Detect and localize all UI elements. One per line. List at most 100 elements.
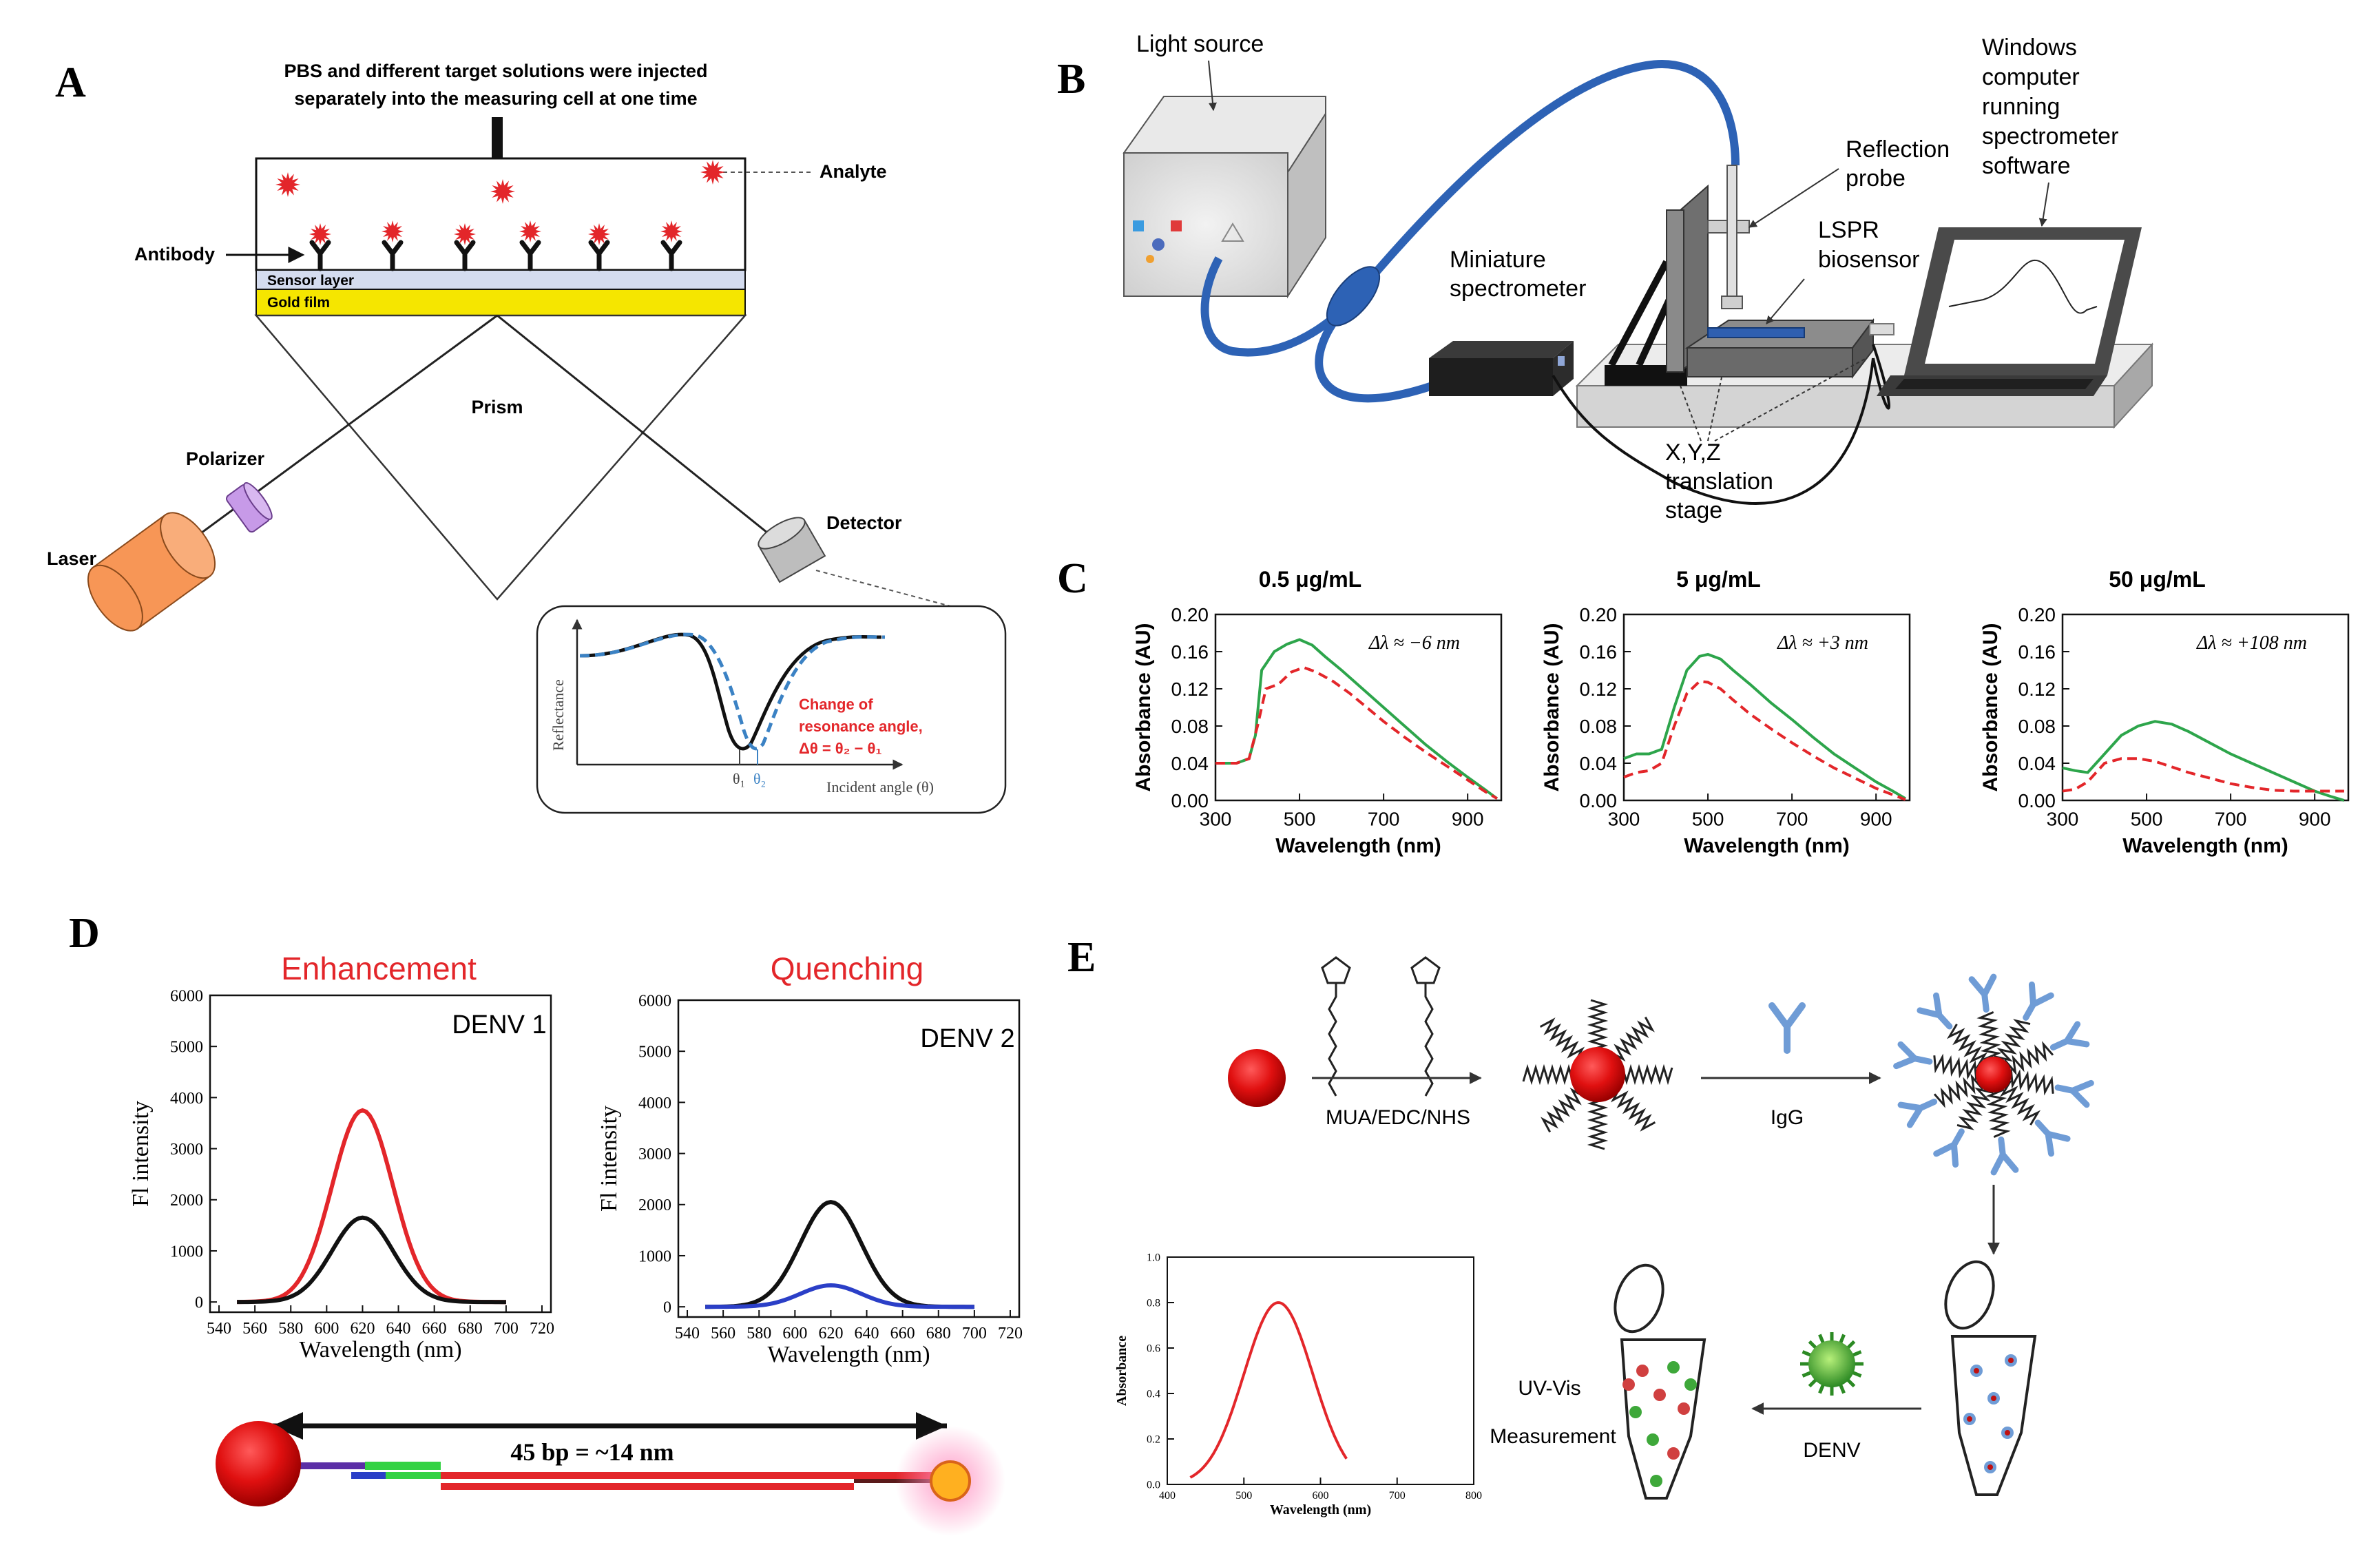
light-source-button-blue: [1133, 220, 1144, 231]
y-tick-label: 0.12: [2018, 678, 2056, 700]
detector: [758, 517, 826, 583]
usb-cable-stage: [1872, 344, 1891, 410]
conjugate-core: [1967, 1416, 1972, 1422]
reflection-probe-leader: [1748, 168, 1839, 228]
denv-label: DENV: [1803, 1439, 1860, 1462]
x-tick-label: 600: [1313, 1490, 1329, 1502]
emission-spectrum-line: [237, 1215, 506, 1305]
bound-analyte: [309, 223, 331, 245]
plot-frame: [209, 994, 552, 1314]
igg-antibody-shape: [1897, 1099, 1938, 1128]
bound-analyte: [382, 220, 404, 242]
bound-analyte: [454, 223, 476, 245]
nanoparticle-core: [1976, 1057, 2012, 1092]
y-tick-label: 0.6: [1147, 1343, 1160, 1355]
y-tick-label: 0.08: [1171, 716, 1209, 737]
y-tick-label: 0: [195, 1294, 203, 1312]
igg-antibody-shape: [1893, 1041, 1933, 1070]
resonance-inset: [536, 605, 1007, 814]
x-tick-label: 900: [2299, 808, 2331, 829]
igg-antibody-shape: [2054, 1079, 2094, 1108]
windows-label-1: Windows: [1982, 34, 2077, 61]
prism: [254, 314, 747, 601]
absorbance-spectrum-line: [1189, 1301, 1348, 1479]
panel-letter-c: C: [1057, 555, 1088, 602]
theta2-label: θ₂: [753, 770, 766, 787]
inset-x-label: Incident angle (θ): [826, 778, 934, 796]
light-source-leader: [1208, 60, 1217, 112]
antibody-y-shape: [382, 240, 404, 271]
change-label-2: resonance angle,: [799, 718, 923, 735]
igg-antibody: [2023, 981, 2054, 1021]
quantum-dot: [930, 1460, 971, 1502]
chart-title: 0.5 μg/mL: [1259, 567, 1361, 592]
igg-label: IgG: [1771, 1106, 1804, 1129]
probe-rod: [1726, 165, 1737, 304]
x-tick-label: 640: [855, 1325, 879, 1343]
polarizer: [226, 481, 273, 533]
emission-spectrum-line: [705, 1200, 974, 1309]
denv-virus-icon: [1800, 1332, 1864, 1396]
y-axis-label: Absorbance (AU): [1132, 623, 1155, 791]
y-tick-label: 0.00: [1171, 790, 1209, 811]
detector-label: Detector: [826, 512, 902, 533]
mua-molecule-structure: [1321, 956, 1441, 1097]
x-tick-label: 900: [1860, 808, 1892, 829]
series-after-line: [1215, 638, 1499, 800]
y-axis-label: Absorbance (AU): [1541, 623, 1563, 791]
series-after-line: [2062, 720, 2345, 802]
aggregate-particle: [1629, 1406, 1642, 1418]
x-tick-label: 680: [926, 1325, 951, 1343]
x-tick-label: 300: [1608, 808, 1640, 829]
panel-letter-e: E: [1067, 934, 1096, 981]
optical-fiber-spectrometer: [1315, 300, 1434, 403]
functionalized-nanoparticle: [1522, 999, 1673, 1150]
windows-label-2: computer: [1982, 64, 2080, 90]
y-tick-label: 3000: [638, 1146, 671, 1163]
free-analyte: [490, 179, 515, 204]
igg-antibody-shape: [1968, 973, 1997, 1013]
stage-leader-3: [1714, 357, 1867, 442]
y-tick-label: 0: [663, 1299, 671, 1317]
gold-film: [255, 289, 746, 316]
panel-e: E MUA/EDC/NHS IgG DENV: [1067, 934, 2094, 1517]
reflected-beam: [497, 314, 782, 546]
y-tick-label: 6000: [170, 987, 203, 1005]
antibody-y-shape: [309, 240, 331, 271]
chart-title: 5 μg/mL: [1676, 567, 1761, 592]
conjugate-core: [1974, 1368, 1979, 1374]
aggregate-particle: [1647, 1433, 1659, 1446]
antibody-y-shape: [660, 240, 682, 271]
aggregate-particle: [1653, 1389, 1666, 1401]
y-tick-label: 0.16: [1580, 641, 1618, 663]
y-tick-label: 0.20: [1580, 604, 1618, 625]
igg-antibody: [1917, 992, 1953, 1030]
optical-fiber-probe: [1346, 60, 1740, 306]
y-tick-label: 1.0: [1147, 1252, 1160, 1264]
plot-frame: [1167, 1256, 1474, 1485]
y-tick-label: 0.08: [1580, 716, 1618, 737]
antibody-array: [309, 220, 682, 271]
stage-knob: [1869, 323, 1894, 335]
panel-letter-a: A: [55, 59, 86, 106]
distance-arrow-left: [272, 1412, 303, 1440]
x-tick-label: 500: [1692, 808, 1724, 829]
y-tick-label: 0.00: [1580, 790, 1618, 811]
conjugate-core: [2008, 1358, 2014, 1363]
y-tick-label: 0.12: [1171, 678, 1209, 700]
light-source-knob: [1152, 238, 1165, 251]
windows-label-4: spectrometer: [1982, 123, 2118, 149]
panel-b: B Light source Miniature spectrometer: [1057, 31, 2154, 524]
x-tick-label: 500: [1235, 1490, 1252, 1502]
bound-analyte: [660, 220, 682, 242]
reflection-probe-label-1: Reflection: [1846, 136, 1950, 163]
laser-label: Laser: [47, 548, 97, 569]
bound-analyte: [519, 220, 541, 242]
antibody-y-shape: [454, 240, 476, 271]
x-tick-label: 580: [747, 1325, 771, 1343]
x-tick-label: 620: [350, 1320, 375, 1338]
igg-antibody-shape: [2023, 981, 2054, 1021]
x-tick-label: 300: [1200, 808, 1232, 829]
